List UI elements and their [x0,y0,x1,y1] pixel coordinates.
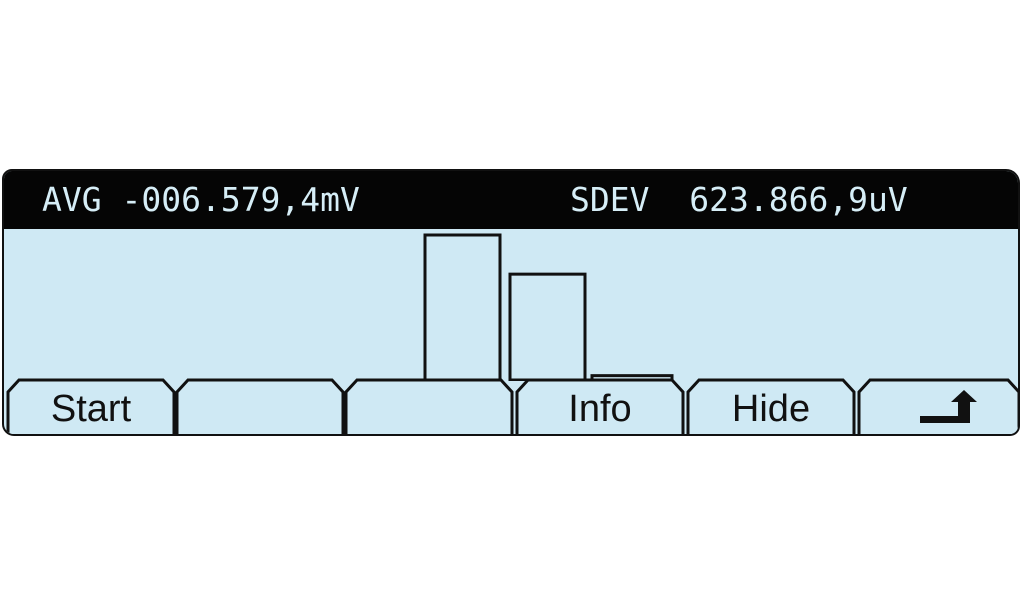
histogram-plot [4,229,1018,381]
softkey-2[interactable] [175,378,345,434]
statistics-header: AVG -006.579,4mV SDEV 623.866,9uV [4,171,1018,229]
sdev-value: 623.866,9uV [689,180,908,219]
softkey-return[interactable] [857,378,1018,434]
softkey-hide[interactable]: Hide [686,378,856,434]
sdev-label: SDEV [570,180,650,219]
softkey-3[interactable] [344,378,514,434]
average-readout: AVG -006.579,4mV [42,171,360,229]
avg-label: AVG [42,180,102,219]
histogram-bar [423,233,502,381]
histogram-svg [423,233,674,381]
softkey-info[interactable]: Info [515,378,685,434]
instrument-display: AVG -006.579,4mV SDEV 623.866,9uV Start … [2,169,1020,436]
softkey-label: Hide [731,388,811,430]
softkey-label: Start [50,388,132,430]
softkey-start[interactable]: Start [6,378,176,434]
sdev-readout: SDEV 623.866,9uV [570,171,908,229]
histogram-bar [508,272,587,381]
return-arrow-icon [920,390,977,423]
softkey-label: Info [568,388,632,430]
avg-value: -006.579,4mV [121,180,360,219]
